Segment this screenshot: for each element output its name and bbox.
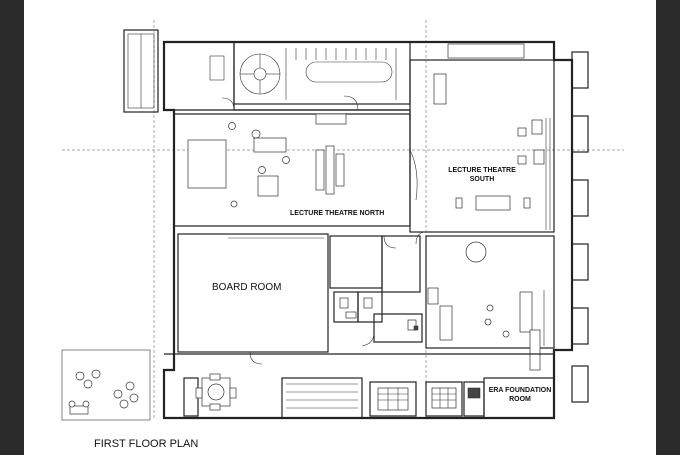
bottom-rooms <box>164 353 555 419</box>
label-era-foundation-line2: ROOM <box>509 396 531 403</box>
lecture-theatre-south-room <box>409 43 555 233</box>
door-swings <box>221 95 427 365</box>
plan-title: FIRST FLOOR PLAN <box>94 438 198 450</box>
board-room-room <box>177 233 329 353</box>
floor-plan: LECTURE THEATRE NORTH LECTURE THEATRE SO… <box>24 0 656 455</box>
left-frame-bar <box>0 0 24 455</box>
window-bays <box>571 51 589 403</box>
light-well <box>123 29 159 113</box>
floor-plan-drawing: LECTURE THEATRE NORTH LECTURE THEATRE SO… <box>61 20 624 450</box>
label-era-foundation-line1: ERA FOUNDATION <box>489 387 552 394</box>
label-lecture-theatre-south-line1: LECTURE THEATRE <box>448 167 516 174</box>
main-staircase <box>209 41 411 105</box>
label-lecture-theatre-south-line2: SOUTH <box>470 176 495 183</box>
right-frame-bar <box>656 0 680 455</box>
service-core <box>329 235 423 347</box>
label-lecture-theatre-north: LECTURE THEATRE NORTH <box>290 210 384 217</box>
terrace <box>61 349 151 421</box>
label-board-room: BOARD ROOM <box>212 282 281 293</box>
right-office <box>425 235 555 371</box>
